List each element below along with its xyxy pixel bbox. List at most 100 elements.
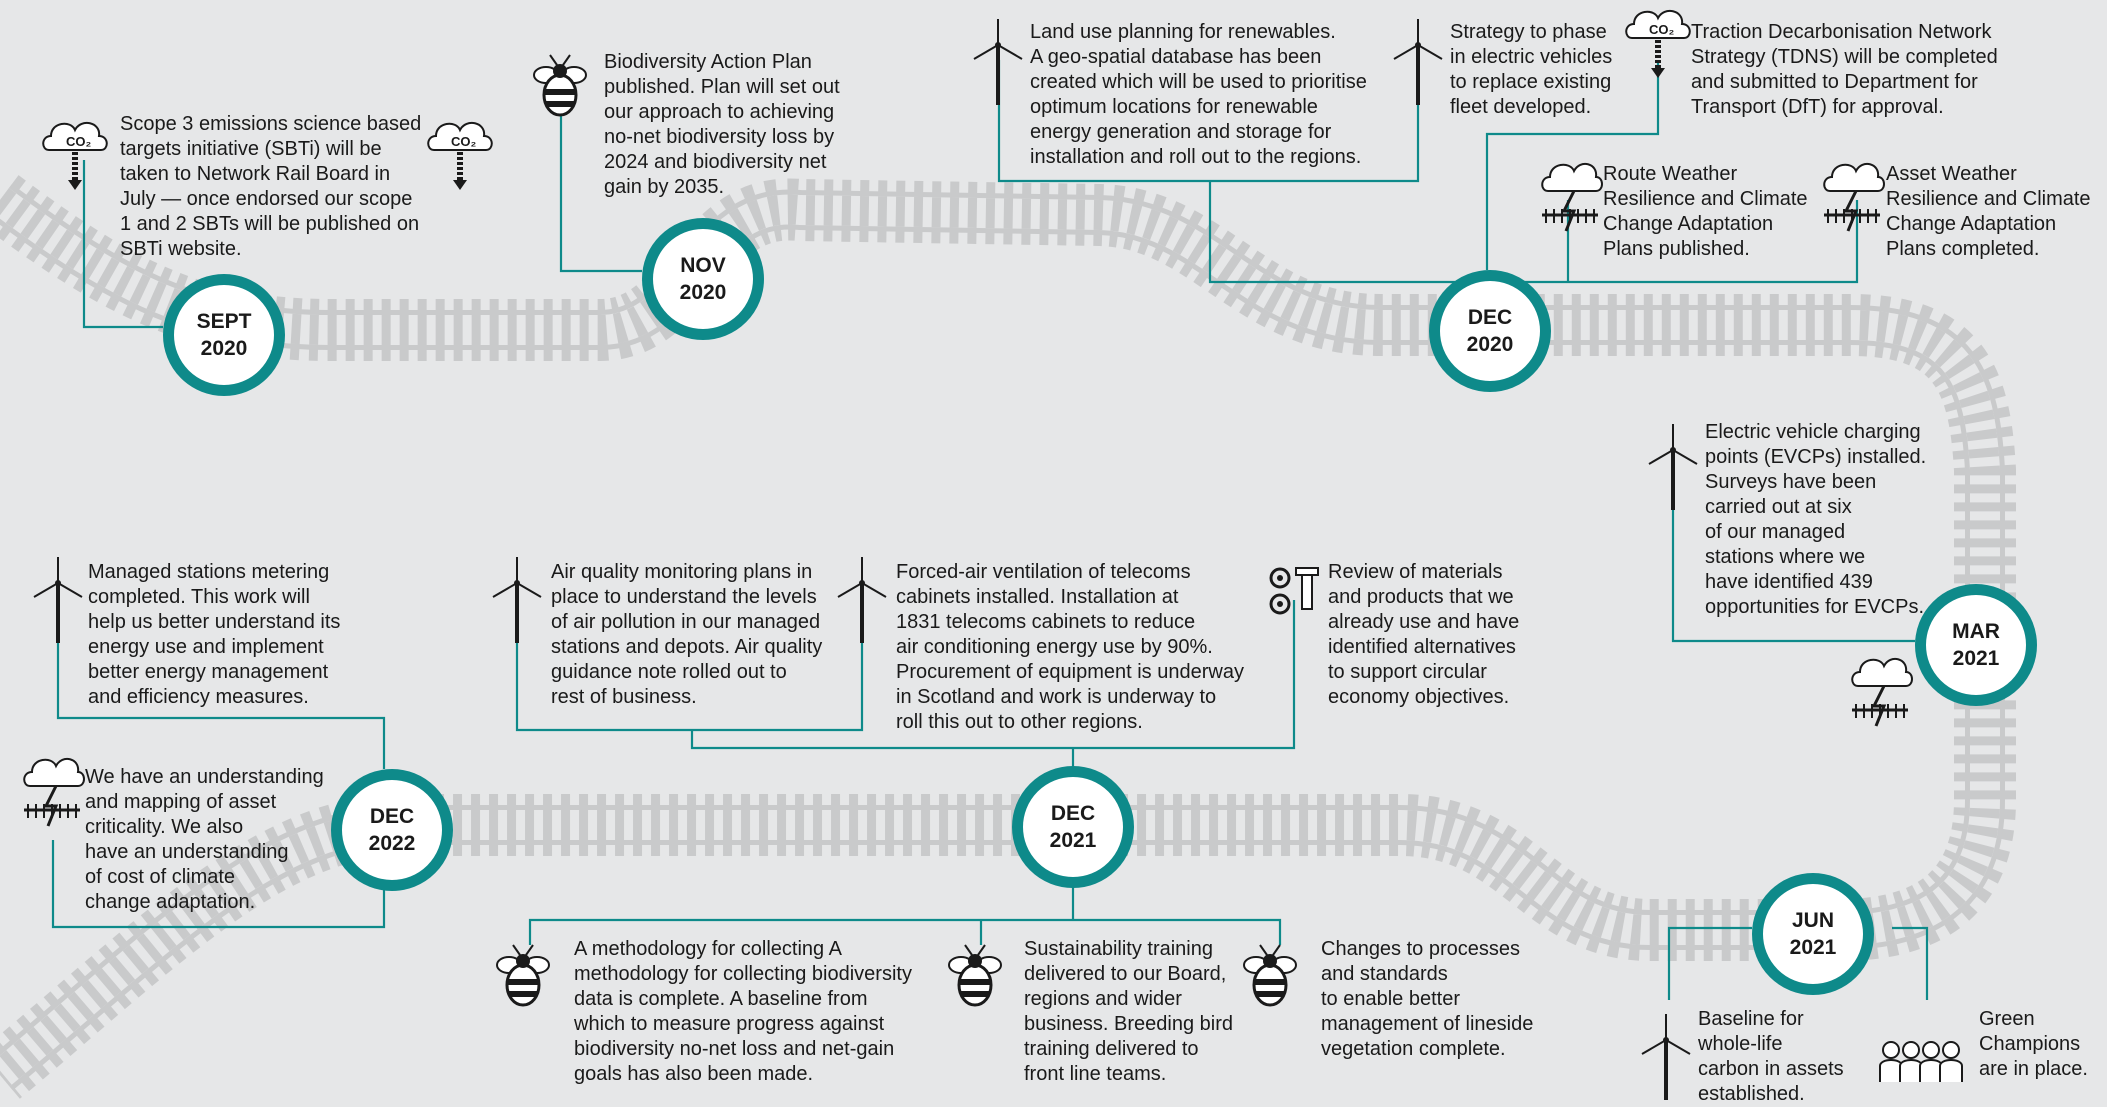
- co2-label: CO₂: [451, 134, 477, 149]
- turbine-blade: [861, 582, 887, 598]
- person-body: [1919, 1059, 1943, 1082]
- wind-turbine-icon: [1641, 1014, 1691, 1100]
- milestone-mar-2021: MAR 2021: [1915, 584, 2037, 706]
- cloud-shape: [42, 121, 108, 151]
- nut-hole: [1277, 575, 1283, 581]
- milestone-year: 2022: [368, 832, 416, 855]
- bee-antenna: [562, 54, 571, 66]
- bee-head: [516, 954, 530, 968]
- nut: [1269, 567, 1291, 589]
- vegetation-text: Changes to processes and standards to en…: [1321, 938, 1534, 1060]
- person-body: [1939, 1059, 1963, 1082]
- air-quality-text: Air quality monitoring plans in place to…: [551, 561, 823, 708]
- metering-text: Managed stations metering completed. Thi…: [88, 561, 341, 708]
- milestone-year: 2020: [200, 337, 248, 360]
- turbine-blade: [1641, 1039, 1667, 1055]
- cloud-shape: [1625, 9, 1691, 39]
- turbine-blade: [1648, 449, 1674, 465]
- bee-icon: [533, 54, 587, 117]
- bee-antenna: [977, 944, 986, 956]
- bee-antenna: [1272, 944, 1281, 956]
- bee-head: [553, 64, 567, 78]
- turbine-hub: [55, 580, 61, 586]
- milestone-year: 2020: [679, 281, 727, 304]
- biodiversity-method-text: A methodology for collecting A methodolo…: [574, 938, 912, 1085]
- bee-stripe: [959, 979, 991, 985]
- evcp-connector: [1671, 460, 1915, 643]
- cloud-shape: [427, 121, 493, 151]
- track-sleepers-inner: [0, 187, 2000, 1087]
- dec2021-lower-bracket: [528, 918, 1282, 945]
- milestone-month: MAR: [1952, 620, 2000, 643]
- bee-icon: [1243, 944, 1297, 1007]
- milestone-month: DEC: [369, 805, 415, 828]
- dec2020-stem: [1485, 60, 1660, 270]
- turbine-hub: [514, 580, 520, 586]
- co2-cloud-icon: CO₂: [427, 121, 493, 190]
- milestone-month: NOV: [680, 254, 726, 277]
- bee-stripe: [544, 89, 576, 95]
- ev-strategy-text: Strategy to phase in electric vehicles t…: [1450, 21, 1613, 118]
- jun2021-bracket-right: [1892, 926, 1929, 1000]
- storm-cloud: [1541, 162, 1603, 192]
- bolt-head: [1295, 567, 1319, 576]
- connector-lines: [51, 59, 1929, 1000]
- bee-antenna: [1259, 944, 1268, 956]
- baseline-carbon-text: Baseline for whole-life carbon in assets…: [1698, 1008, 1844, 1105]
- milestone-year: 2021: [1952, 647, 2000, 670]
- bee-stripe: [507, 979, 539, 985]
- milestone-nov-2020: NOV 2020: [642, 218, 764, 340]
- milestone-year: 2021: [1789, 936, 1837, 959]
- bee-stripe: [1256, 991, 1284, 997]
- bee-stripe: [1254, 979, 1286, 985]
- milestone-jun-2021: JUN 2021: [1752, 873, 1874, 995]
- evcp-text: Electric vehicle charging points (EVCPs)…: [1705, 421, 1927, 618]
- turbine-blade: [973, 44, 999, 60]
- turbine-blade: [33, 582, 59, 598]
- storm-cloud: [23, 757, 85, 787]
- storm-rail-icon: [1823, 162, 1885, 232]
- jun2021-bracket: [1667, 926, 1752, 1000]
- turbine-blade: [492, 582, 518, 598]
- bee-antenna: [512, 944, 521, 956]
- milestone-month: DEC: [1467, 306, 1513, 329]
- arrow-head: [453, 180, 467, 190]
- bolt-shaft: [1301, 574, 1313, 610]
- person-body: [1899, 1059, 1923, 1082]
- dec2021-upper-bracket-2: [690, 600, 1296, 750]
- wind-turbine-icon: [1393, 19, 1443, 105]
- biodiversity-plan-connector: [559, 110, 642, 273]
- sbti-connector: [82, 160, 163, 329]
- bee-stripe: [546, 101, 574, 107]
- forced-air-text: Forced-air ventilation of telecoms cabin…: [896, 561, 1244, 733]
- bee-head: [1263, 954, 1277, 968]
- nut-hole: [1277, 601, 1283, 607]
- turbine-blade: [1665, 1039, 1691, 1055]
- wind-turbine-icon: [1648, 424, 1698, 510]
- biodiversity-plan-text: Biodiversity Action Plan published. Plan…: [604, 51, 840, 198]
- turbine-blade: [1393, 44, 1419, 60]
- sbti-text: Scope 3 emissions science based targets …: [120, 113, 422, 260]
- storm-cloud: [1823, 162, 1885, 192]
- turbine-hub: [995, 42, 1001, 48]
- turbine-blade: [837, 582, 863, 598]
- turbine-blade: [997, 44, 1023, 60]
- turbine-hub: [1663, 1037, 1669, 1043]
- materials-text: Review of materials and products that we…: [1328, 561, 1520, 708]
- turbine-blade: [1672, 449, 1698, 465]
- tdns-text: Traction Decarbonisation Network Strateg…: [1691, 21, 1998, 118]
- storm-rail-icon: [1541, 162, 1603, 232]
- co2-cloud-icon: CO₂: [1625, 9, 1691, 78]
- wind-turbine-icon: [492, 557, 542, 643]
- co2-cloud-icon: CO₂: [42, 121, 108, 190]
- people-group-icon: [1879, 1041, 1963, 1082]
- wind-turbine-icon: [837, 557, 887, 643]
- person-body: [1879, 1059, 1903, 1082]
- materials-icon: [1269, 567, 1319, 615]
- wind-turbine-icon: [973, 19, 1023, 105]
- turbine-hub: [1670, 447, 1676, 453]
- land-use-connector: [997, 59, 1420, 183]
- person-head: [1882, 1041, 1900, 1059]
- dec2020-bracket: [1208, 181, 1859, 284]
- milestone-dec-2022: DEC 2022: [331, 769, 453, 891]
